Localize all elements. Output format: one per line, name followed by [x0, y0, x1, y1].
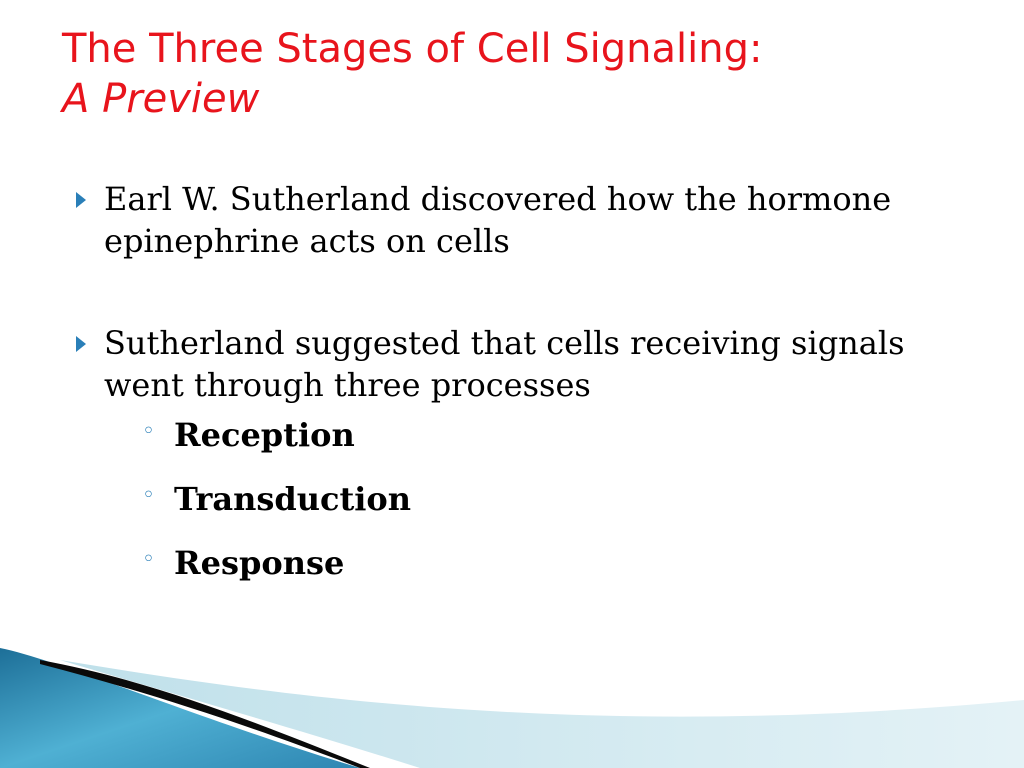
bullet-item-three-processes: Sutherland suggested that cells receivin… — [72, 322, 932, 584]
bullet-text: Earl W. Sutherland discovered how the ho… — [104, 180, 892, 260]
hollow-circle-bullet-icon: ◦ — [142, 547, 155, 572]
sub-item-text: Reception — [174, 416, 355, 454]
hollow-circle-bullet-icon: ◦ — [142, 483, 155, 508]
hollow-circle-bullet-icon: ◦ — [142, 419, 155, 444]
wave-blue-band — [0, 648, 360, 768]
slide-title: The Three Stages of Cell Signaling: A Pr… — [62, 24, 982, 124]
title-line-main: The Three Stages of Cell Signaling: — [62, 26, 763, 72]
wave-dark-stripe — [40, 660, 370, 768]
bullet-item-sutherland-discovery: Earl W. Sutherland discovered how the ho… — [72, 178, 932, 262]
wave-light-band — [60, 660, 1024, 768]
title-line-subtitle: A Preview — [62, 76, 260, 122]
sub-item-transduction: ◦ Transduction — [104, 478, 932, 520]
triangle-right-icon — [76, 336, 86, 352]
sub-item-text: Response — [174, 544, 345, 582]
bullet-text: Sutherland suggested that cells receivin… — [104, 324, 905, 404]
triangle-right-icon — [76, 192, 86, 208]
sub-item-text: Transduction — [174, 480, 412, 518]
sub-item-response: ◦ Response — [104, 542, 932, 584]
sub-bullet-list: ◦ Reception ◦ Transduction ◦ Response — [104, 414, 932, 584]
sub-item-reception: ◦ Reception — [104, 414, 932, 456]
bullet-list: Earl W. Sutherland discovered how the ho… — [72, 178, 932, 644]
